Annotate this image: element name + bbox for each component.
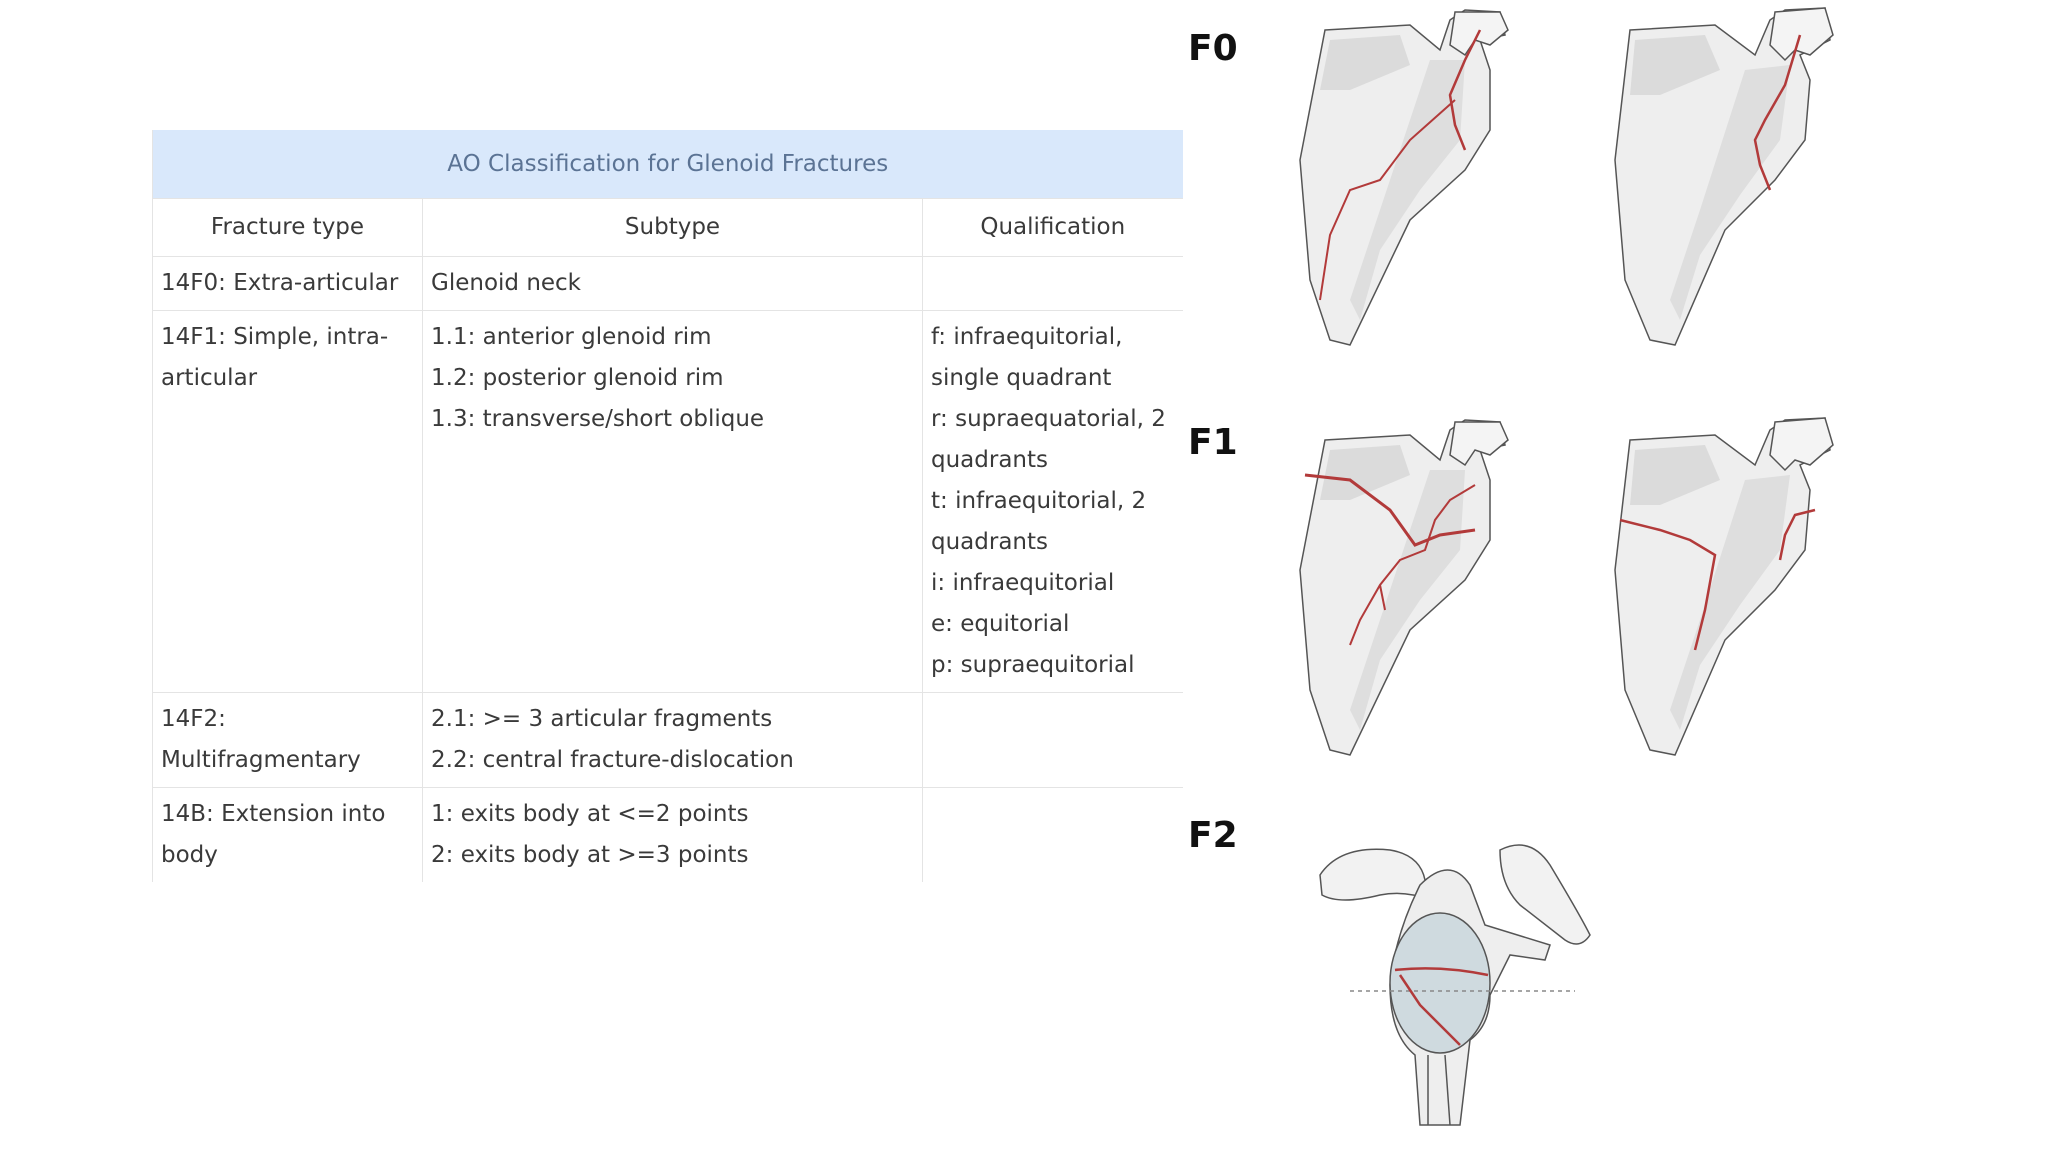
cell-qualification: [921, 787, 1183, 882]
cell-line: 2.2: central fracture-dislocation: [431, 747, 794, 773]
scapula-f0-b: [1614, 7, 1834, 346]
cell-fracture-type: 14F1: Simple, intra-articular: [152, 310, 423, 693]
figure-label-f1: F1: [1188, 422, 1238, 463]
classification-table: AO Classification for Glenoid Fractures …: [151, 130, 1183, 882]
scapula-f2-lateral: [1319, 844, 1591, 1126]
cell-line: 14B: Extension into: [161, 801, 386, 827]
figure-label-f2: F2: [1188, 815, 1238, 856]
classification-table-container: AO Classification for Glenoid Fractures …: [151, 130, 1183, 882]
cell-line: Glenoid neck: [431, 270, 582, 296]
cell-line: single quadrant: [931, 365, 1112, 391]
table-row: 14F0: Extra-articular Glenoid neck: [152, 256, 1183, 311]
cell-subtype: 1: exits body at <=2 points 2: exits body…: [422, 787, 923, 882]
table-header-row: Fracture type Subtype Qualification: [152, 198, 1183, 257]
cell-fracture-type: 14B: Extension into body: [152, 787, 423, 882]
cell-line: 1.2: posterior glenoid rim: [431, 365, 724, 391]
table-title-row: AO Classification for Glenoid Fractures: [151, 130, 1183, 199]
cell-line: e: equitorial: [931, 611, 1070, 637]
table-row: 14B: Extension into body 1: exits body at …: [152, 787, 1183, 882]
scapula-f1-b: [1614, 417, 1834, 756]
table-title: AO Classification for Glenoid Fractures: [151, 130, 1183, 199]
cell-subtype: 1.1: anterior glenoid rim 1.2: posterior …: [422, 310, 923, 693]
cell-fracture-type: 14F2: Multifragmentary: [152, 692, 423, 788]
cell-line: p: supraequitorial: [931, 652, 1135, 678]
cell-line: i: infraequitorial: [931, 570, 1115, 596]
cell-line: body: [161, 842, 218, 868]
cell-line: quadrants: [931, 529, 1048, 555]
cell-fracture-type: 14F0: Extra-articular: [152, 256, 423, 311]
cell-line: f: infraequitorial,: [931, 324, 1123, 350]
cell-line: quadrants: [931, 447, 1048, 473]
table-body: 14F0: Extra-articular Glenoid neck 14F1: S…: [152, 256, 1183, 882]
fracture-illustrations: [1270, 0, 2040, 1152]
figure-label-f0: F0: [1188, 28, 1238, 69]
cell-line: 14F2:: [161, 706, 226, 732]
cell-line: t: infraequitorial, 2: [931, 488, 1147, 514]
cell-qualification: [921, 256, 1183, 311]
cell-line: Multifragmentary: [161, 747, 361, 773]
scapula-f0-a: [1299, 9, 1509, 346]
header-qualification: Qualification: [921, 198, 1183, 257]
cell-line: 2: exits body at >=3 points: [431, 842, 749, 868]
header-subtype: Subtype: [422, 198, 923, 257]
cell-line: r: supraequatorial, 2: [931, 406, 1166, 432]
cell-line: 1: exits body at <=2 points: [431, 801, 749, 827]
cell-line: 14F1: Simple, intra-: [161, 324, 389, 350]
cell-line: 1.1: anterior glenoid rim: [431, 324, 712, 350]
cell-subtype: 2.1: >= 3 articular fragments 2.2: centra…: [422, 692, 923, 788]
cell-subtype: Glenoid neck: [422, 256, 923, 311]
header-fracture-type: Fracture type: [152, 198, 423, 257]
scapula-f1-a: [1299, 419, 1509, 756]
cell-line: 2.1: >= 3 articular fragments: [431, 706, 773, 732]
cell-line: articular: [161, 365, 258, 391]
table-row: 14F2: Multifragmentary 2.1: >= 3 articular…: [152, 692, 1183, 788]
cell-line: 1.3: transverse/short oblique: [431, 406, 765, 432]
cell-line: 14F0: Extra-articular: [161, 270, 399, 296]
cell-qualification: [921, 692, 1183, 788]
cell-qualification: f: infraequitorial, single quadrant r: sup…: [921, 310, 1183, 693]
